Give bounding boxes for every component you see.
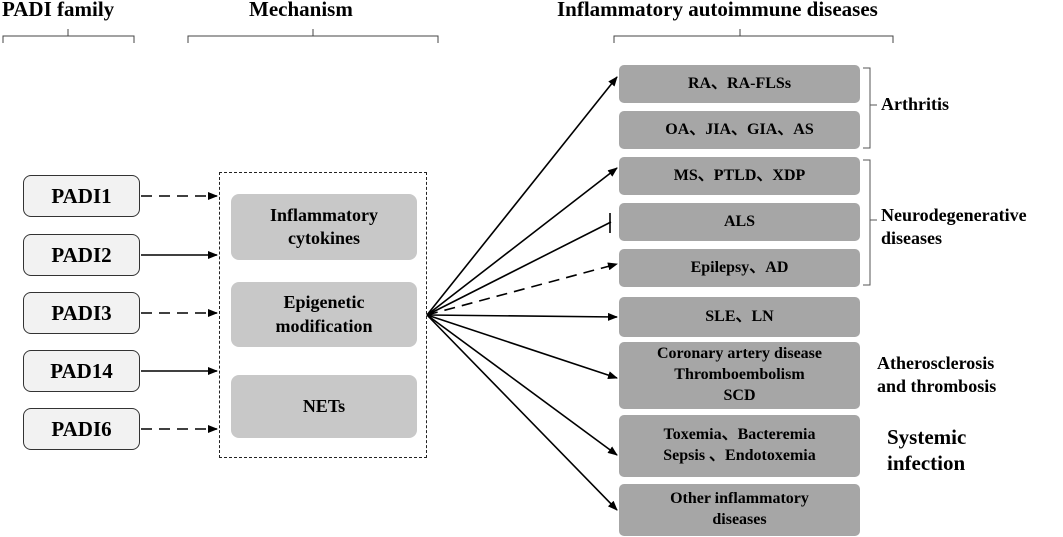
category-systemic-infection: Systemic infection	[887, 425, 967, 476]
sle-arrow	[426, 312, 618, 321]
disease-coronary: Coronary artery disease Thromboembolism …	[619, 342, 860, 409]
padi-box-padi2: PADI2	[23, 234, 140, 276]
disease-als: ALS	[619, 203, 860, 241]
disease-oa: OA、JIA、GIA、AS	[619, 111, 860, 149]
padi-box-padi3: PADI3	[23, 292, 140, 334]
disease-other: Other inflammatory diseases	[619, 484, 860, 536]
disease-arrows	[426, 76, 618, 511]
header-mechanism: Mechanism	[249, 0, 353, 21]
other-arrow	[426, 314, 618, 511]
mechanism-nets: NETs	[231, 375, 417, 438]
als-inhibit	[426, 221, 612, 316]
header-brackets	[2, 29, 894, 43]
mechanism-inflammatory-cytokines: Inflammatory cytokines	[231, 194, 417, 260]
disease-epilepsy: Epilepsy、AD	[619, 249, 860, 287]
category-arthritis: Arthritis	[881, 94, 949, 114]
padi-box-pad14: PAD14	[23, 350, 140, 392]
header-diseases: Inflammatory autoimmune diseases	[557, 0, 878, 21]
disease-toxemia: Toxemia、Bacteremia Sepsis 、Endotoxemia	[619, 415, 860, 477]
ra-arrow	[426, 76, 618, 316]
mechanism-epigenetic-modification: Epigenetic modification	[231, 282, 417, 347]
header-padi-family: PADI family	[2, 0, 115, 21]
toxemia-arrow	[426, 314, 618, 456]
ms-arrow	[426, 167, 618, 316]
disease-sle: SLE、LN	[619, 297, 860, 337]
category-atherosclerosis: Atherosclerosis and thrombosis	[877, 353, 997, 396]
coronary-arrow	[426, 314, 618, 379]
mechanism-group	[219, 172, 427, 458]
epilepsy-arrow	[426, 262, 618, 316]
disease-ms: MS、PTLD、XDP	[619, 157, 860, 195]
padi-box-padi6: PADI6	[23, 408, 140, 450]
disease-ra: RA、RA-FLSs	[619, 65, 860, 103]
category-neurodegenerative: Neurodegenerative diseases	[881, 205, 1027, 248]
category-brackets	[863, 67, 877, 286]
padi-arrows	[141, 192, 218, 433]
padi-box-padi1: PADI1	[23, 175, 140, 217]
